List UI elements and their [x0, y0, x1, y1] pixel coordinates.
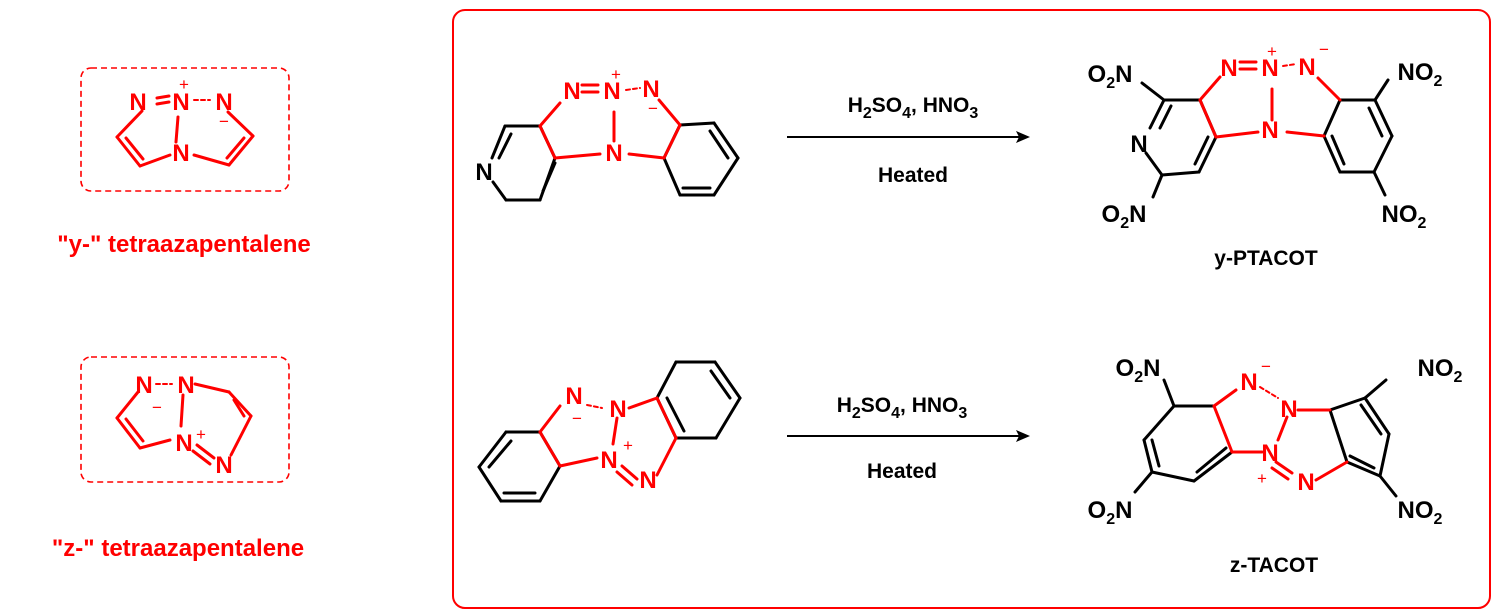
reaction2-conditions: Heated	[867, 460, 937, 483]
r2-p-n2: N	[1280, 396, 1297, 423]
z-plus-charge: +	[196, 425, 206, 444]
reaction2-reagents: H2SO4, HNO3	[837, 394, 968, 422]
r2-sm-n3: N	[600, 447, 617, 474]
r2-sm-minus: −	[572, 409, 582, 428]
r1-p-n3: N	[1298, 54, 1315, 81]
r1-sm-n3: N	[642, 76, 659, 103]
r1-p-n4: N	[1261, 117, 1278, 144]
r1-sm-minus: −	[648, 99, 658, 118]
reaction1-conditions: Heated	[878, 164, 948, 187]
reaction1-arrow	[787, 131, 1030, 143]
z-tetraazapentalene-caption: "z-" tetraazapentalene	[52, 535, 304, 562]
y-tetraazapentalene-structure: N N + N − N	[80, 67, 290, 192]
r1-p-minus: −	[1319, 40, 1329, 59]
z-minus-charge: −	[152, 398, 162, 417]
r2-sm-n4: N	[639, 467, 656, 494]
r2-p-group-no2-bottom: NO2	[1398, 497, 1443, 528]
r1-sm-n4: N	[605, 140, 622, 167]
r1-p-n2: N	[1261, 55, 1278, 82]
r2-p-group-o2n-bottom: O2N	[1088, 497, 1133, 528]
z-n3-label: N	[175, 430, 192, 457]
r2-p-group-o2n-top: O2N	[1116, 355, 1161, 386]
reaction2-starting-material: N − N N + N	[477, 360, 742, 503]
reaction2-product: N − N N + N O2N NO2 O2N NO2	[1088, 355, 1463, 528]
r2-sm-n2: N	[609, 396, 626, 423]
r2-sm-n1: N	[565, 383, 582, 410]
z-dashed-box	[80, 356, 290, 483]
r1-p-plus: +	[1267, 42, 1277, 61]
reaction1-starting-material: N N N + N − N	[475, 65, 740, 202]
z-n2-label: N	[177, 372, 194, 399]
y-dashed-box	[80, 67, 290, 192]
r2-p-plus: +	[1257, 469, 1267, 488]
r2-p-group-no2-top: NO2	[1418, 355, 1463, 386]
r1-sm-n1: N	[563, 78, 580, 105]
reaction1-reagents: H2SO4, HNO3	[848, 94, 979, 122]
r2-p-minus: −	[1261, 357, 1271, 376]
y-n3-label: N	[215, 89, 232, 116]
y-minus-charge: −	[219, 112, 229, 131]
z-tetraazapentalene-structure: N − N N + N	[80, 356, 290, 483]
r1-sm-pyridine-n: N	[475, 159, 492, 186]
r1-sm-n2: N	[603, 78, 620, 105]
y-n4-label: N	[172, 140, 189, 167]
z-n4-label: N	[215, 452, 232, 479]
z-n1-label: N	[135, 372, 152, 399]
r2-p-n1: N	[1240, 369, 1257, 396]
y-n1-label: N	[129, 89, 146, 116]
r1-sm-plus: +	[611, 65, 621, 84]
r1-p-n1: N	[1220, 55, 1237, 82]
reaction1-product: N N N + N − N O2N NO2 O2N NO2	[1088, 40, 1443, 232]
reactions-frame	[452, 9, 1491, 609]
y-n2-label: N	[172, 89, 189, 116]
reaction2-arrow	[787, 430, 1030, 442]
r1-p-group-no2-bottom: NO2	[1382, 201, 1427, 232]
y-tetraazapentalene-caption: "y-" tetraazapentalene	[57, 231, 311, 258]
r2-p-n4: N	[1297, 469, 1314, 496]
r1-p-group-no2-top: NO2	[1398, 59, 1443, 90]
reaction1-product-name: y-PTACOT	[1214, 247, 1318, 270]
r1-p-pyridine-n: N	[1130, 131, 1147, 158]
r2-p-n3: N	[1261, 440, 1278, 467]
y-plus-charge: +	[179, 75, 189, 94]
r1-p-group-o2n-top: O2N	[1088, 61, 1133, 92]
r2-sm-plus: +	[623, 436, 633, 455]
r1-p-group-o2n-bottom: O2N	[1102, 201, 1147, 232]
reaction2-product-name: z-TACOT	[1230, 554, 1318, 577]
